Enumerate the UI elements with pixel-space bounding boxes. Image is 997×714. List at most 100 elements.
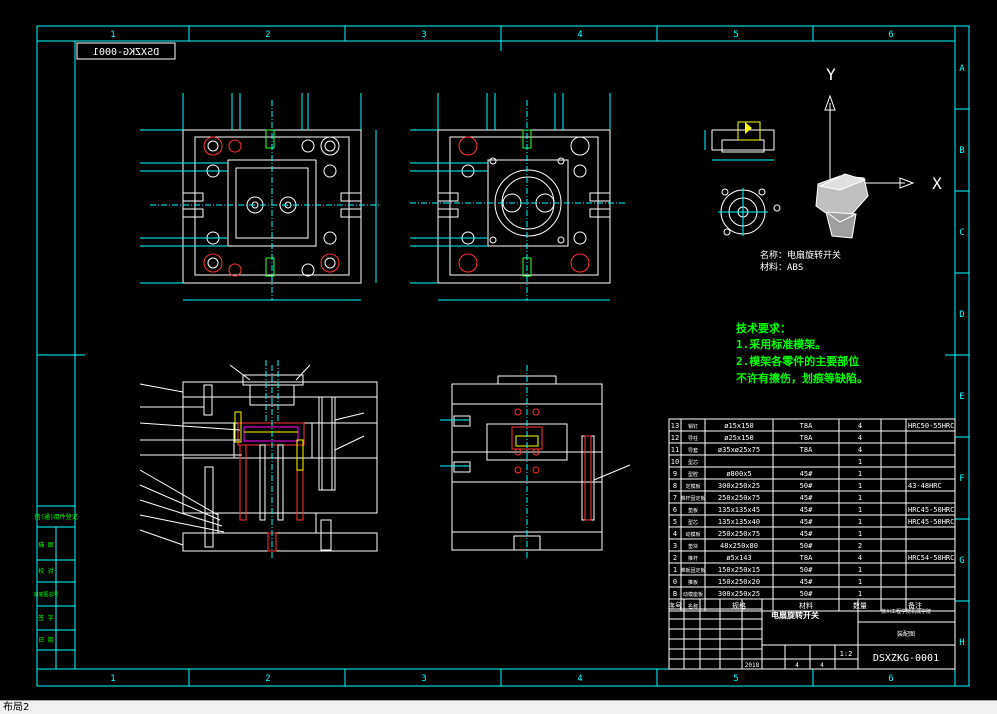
bom-cell-note: HRC45-50HRC xyxy=(908,506,954,514)
column-labels: 1 2 3 4 5 6 1 2 3 4 5 6 xyxy=(110,30,893,684)
col-label-bottom: 1 xyxy=(110,674,115,684)
bom-cell-spec: 300x250x25 xyxy=(718,482,760,490)
tech-req-title: 技术要求： xyxy=(736,321,791,335)
bom-cell-spec: 150x250x20 xyxy=(718,578,760,586)
bom-cell-qty: 1 xyxy=(858,566,862,574)
bom-cell-mat: 材料 xyxy=(799,601,813,610)
front-section-view[interactable] xyxy=(139,360,378,560)
bom-cell-spec: ø25x150 xyxy=(724,434,754,442)
col-label-top: 4 xyxy=(577,30,582,40)
bom-cell-note: 43-48HRC xyxy=(908,482,942,490)
bom-cell-spec: 135x135x45 xyxy=(718,506,760,514)
row-label: E xyxy=(959,392,964,402)
bom-cell-name: 动模板 xyxy=(685,531,700,538)
bom-cell-no: 8 xyxy=(673,482,677,490)
bom-cell-note: 备注 xyxy=(908,601,922,610)
title-drawing-type: 装配图 xyxy=(897,630,915,638)
mirrored-id-box: DSXZKG-0001 xyxy=(76,42,176,60)
part-name: 名称：电扇旋转开关 xyxy=(760,249,841,261)
bom-cell-name: 销钉 xyxy=(688,423,698,430)
status-bar: 布局2 xyxy=(0,700,997,714)
bom-cell-mat: 45# xyxy=(800,578,813,586)
side-section-view[interactable] xyxy=(440,365,631,560)
bom-cell-spec: 规格 xyxy=(732,601,746,610)
plan-view-left[interactable] xyxy=(140,93,380,301)
bom-cell-no: 9 xyxy=(673,470,677,478)
part-material: 材料：ABS xyxy=(760,261,803,273)
stamp-label: 签 字 xyxy=(38,614,54,622)
technical-requirements: 技术要求： 1.采用标准模架。 2.模架各零件的主要部位 不许有擦伤，划痕等缺陷… xyxy=(736,321,868,385)
title-sheet-b: 4 xyxy=(820,662,824,669)
bom-cell-spec: 250x250x75 xyxy=(718,530,760,538)
bom-cell-name: 导柱 xyxy=(688,435,698,442)
bom-cell-name: 垫板 xyxy=(688,507,698,514)
bom-cell-name: 推杆 xyxy=(688,555,698,562)
row-label: F xyxy=(959,474,964,484)
plan-view-right[interactable] xyxy=(410,93,625,301)
left-stamp-table: 借(通)用件登记 描 图 校 对 旧底图总号 签 字 日 期 xyxy=(33,505,78,670)
bom-cell-name: 垫块 xyxy=(688,543,698,550)
row-labels: A B C D E F G H xyxy=(959,64,965,648)
bom-cell-qty: 1 xyxy=(858,494,862,502)
row-label: D xyxy=(959,310,964,320)
bom-cell-qty: 1 xyxy=(858,518,862,526)
bom-cell-mat: T8A xyxy=(800,554,813,562)
title-drawing-number: DSXZKG-0001 xyxy=(873,653,939,664)
col-label-bottom: 2 xyxy=(265,674,270,684)
bom-cell-spec: 150x250x15 xyxy=(718,566,760,574)
part-section-view[interactable] xyxy=(704,121,781,236)
bom-cell-no: 0 xyxy=(673,578,677,586)
bom-cell-mat: T8A xyxy=(800,446,813,454)
bom-cell-mat: 45# xyxy=(800,494,813,502)
title-sheet-a: 4 xyxy=(795,662,799,669)
bom-cell-qty: 1 xyxy=(858,458,862,466)
bom-cell-spec: 48x250x80 xyxy=(720,542,758,550)
bom-cell-mat: 50# xyxy=(800,566,813,574)
bom-cell-no: 5 xyxy=(673,518,677,526)
bom-cell-qty: 2 xyxy=(858,542,862,550)
bom-cell-qty: 1 xyxy=(858,506,862,514)
stamp-label: 日 期 xyxy=(38,636,54,644)
bom-cell-mat: 50# xyxy=(800,542,813,550)
bom-cell-qty: 数量 xyxy=(853,601,867,610)
row-label: G xyxy=(959,556,964,566)
bom-cell-note: HRC45-50HRC xyxy=(908,518,954,526)
title-product-name: 电扇旋转开关 xyxy=(771,610,819,620)
bom-cell-spec: ø15x150 xyxy=(724,422,754,430)
bom-cell-name: 型芯 xyxy=(688,519,698,526)
bom-cell-no: 13 xyxy=(671,422,679,430)
x-axis-label: X xyxy=(932,174,942,193)
bom-cell-name: 名称 xyxy=(688,603,698,610)
bom-cell-no: 2 xyxy=(673,554,677,562)
bom-cell-no: 6 xyxy=(673,506,677,514)
bom-cell-spec: 250x250x75 xyxy=(718,494,760,502)
tech-req-item: 1.采用标准模架。 xyxy=(736,337,826,351)
bom-cell-no: 序号 xyxy=(668,601,682,610)
stamp-label: 旧底图总号 xyxy=(33,591,58,598)
bom-cell-spec: ø800x5 xyxy=(726,470,751,478)
bom-cell-no: B xyxy=(673,590,677,598)
col-label-bottom: 4 xyxy=(577,674,582,684)
bom-cell-spec: ø5x143 xyxy=(726,554,751,562)
title-block[interactable]: 电扇旋转开关 徐州工程学院机械学院 装配图 DSXZKG-0001 1:2 20… xyxy=(668,598,956,670)
col-label-top: 5 xyxy=(733,30,738,40)
tech-req-item: 不许有擦伤，划痕等缺陷。 xyxy=(736,371,868,385)
row-label: C xyxy=(959,228,964,238)
row-label: H xyxy=(959,638,964,648)
bom-cell-qty: 1 xyxy=(858,578,862,586)
bom-cell-no: 10 xyxy=(671,458,679,466)
bom-cell-qty: 1 xyxy=(858,482,862,490)
bom-cell-no: 1 xyxy=(673,566,677,574)
bom-cell-name: 型芯 xyxy=(688,459,698,466)
row-label: B xyxy=(959,146,964,156)
col-label-top: 2 xyxy=(265,30,270,40)
isometric-part-view[interactable]: Y X xyxy=(815,65,942,239)
bom-cell-mat: T8A xyxy=(800,422,813,430)
bom-cell-qty: 4 xyxy=(858,422,862,430)
layout-tab[interactable]: 布局2 xyxy=(3,702,30,713)
bom-cell-spec: 135x135x40 xyxy=(718,518,760,526)
tech-req-item: 2.模架各零件的主要部位 xyxy=(736,354,859,368)
stamp-label: 借(通)用件登记 xyxy=(34,513,77,521)
